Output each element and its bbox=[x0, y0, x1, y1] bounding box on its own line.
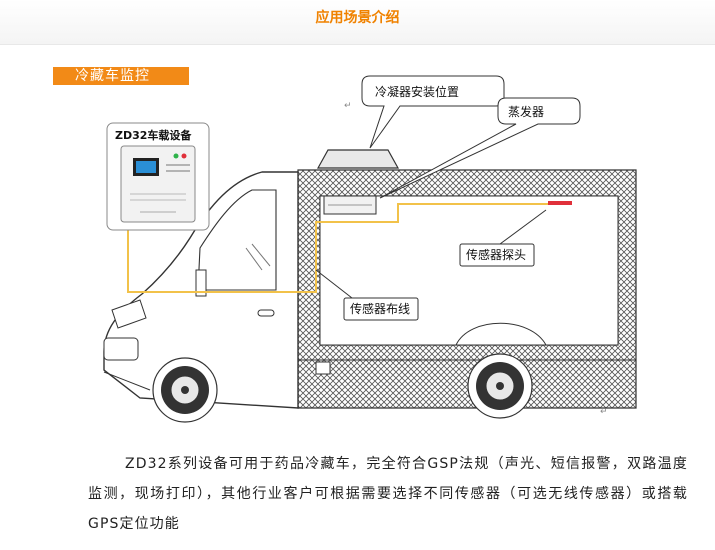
zd32-device-box: ZD32车载设备 bbox=[106, 122, 210, 231]
refrigerated-truck-diagram: ZD32车载设备 冷凝器安装位置 蒸发器 传感器探头 传感器布线 ↵ ↵ bbox=[103, 75, 637, 423]
condenser-label: 冷凝器安装位置 bbox=[375, 84, 459, 99]
sensor-wiring-label: 传感器布线 bbox=[350, 301, 410, 316]
front-wheel bbox=[152, 357, 218, 423]
page-title: 应用场景介绍 bbox=[315, 10, 400, 26]
device-label: ZD32车载设备 bbox=[115, 128, 192, 142]
evaporator-callout: 蒸发器 bbox=[379, 97, 581, 199]
paragraph-mark: ↵ bbox=[344, 101, 352, 111]
sensor-wiring bbox=[127, 201, 572, 293]
sensor-wiring-callout: 传感器布线 bbox=[315, 269, 419, 321]
condenser-unit bbox=[316, 149, 400, 169]
evaporator-label: 蒸发器 bbox=[508, 104, 544, 119]
header-bar: 应用场景介绍 bbox=[0, 0, 715, 45]
evaporator bbox=[323, 195, 377, 215]
sensor-probe-label: 传感器探头 bbox=[466, 247, 526, 262]
section-label: 冷藏车监控 bbox=[53, 67, 189, 85]
rear-wheel bbox=[467, 353, 533, 419]
condenser-callout: 冷凝器安装位置 bbox=[361, 75, 505, 149]
description-paragraph: ZD32系列设备可用于药品冷藏车，完全符合GSP法规（声光、短信报警，双路温度监… bbox=[88, 449, 688, 539]
sensor-probe-callout: 传感器探头 bbox=[459, 209, 547, 267]
description-text: ZD32系列设备可用于药品冷藏车，完全符合GSP法规（声光、短信报警，双路温度监… bbox=[88, 456, 688, 532]
paragraph-mark: ↵ bbox=[600, 407, 608, 417]
truck-cab bbox=[103, 171, 299, 409]
truck-chassis bbox=[298, 322, 636, 375]
